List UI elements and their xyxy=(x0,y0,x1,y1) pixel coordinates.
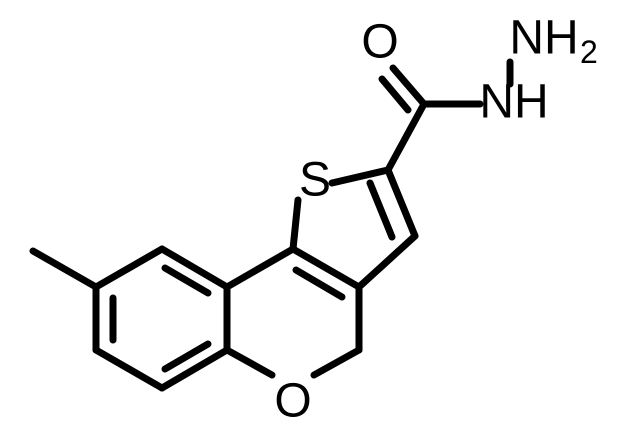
bond-c9b-s xyxy=(289,196,302,253)
double-bond-inner-top xyxy=(161,264,212,297)
bond-o-c4 xyxy=(310,346,363,379)
carbonyl-oxygen-atom-label: O xyxy=(361,16,398,69)
bond-c2-c3 xyxy=(384,166,419,240)
bond-c3-c3a xyxy=(355,232,419,291)
amide-nitrogen-atom-label: NH xyxy=(479,76,548,129)
bond-c6-c7 xyxy=(92,346,166,392)
bond-c3a-c9b xyxy=(289,245,363,291)
benzene-ring xyxy=(92,245,231,392)
double-bond-c3a-c9b xyxy=(292,266,346,301)
terminal-nitrogen-subscript: 2 xyxy=(580,34,598,70)
double-bond-inner-bottom xyxy=(161,340,212,373)
bond-s-c2 xyxy=(328,166,392,187)
thiophene-ring xyxy=(289,166,419,291)
double-bond-c2-c3 xyxy=(366,179,396,241)
bond-c2-carbonyl xyxy=(384,100,428,174)
carbonyl-double-bond-inner xyxy=(378,75,412,114)
carbohydrazide-group xyxy=(378,58,514,174)
carbonyl-double-bond-outer xyxy=(389,64,428,108)
bond-c9-c9a xyxy=(158,245,231,291)
bond-c5a-c6 xyxy=(158,346,231,392)
pyran-ring xyxy=(223,245,363,379)
bond-c5a-o xyxy=(223,346,276,379)
methyl-bond xyxy=(29,247,100,291)
sulfur-atom-label: S xyxy=(299,154,331,207)
terminal-nitrogen-atom-label: NH xyxy=(509,12,578,65)
bond-c8a-c9 xyxy=(92,245,166,291)
bond-c9b-c9a xyxy=(223,245,297,291)
ring-oxygen-atom-label: O xyxy=(274,375,311,428)
